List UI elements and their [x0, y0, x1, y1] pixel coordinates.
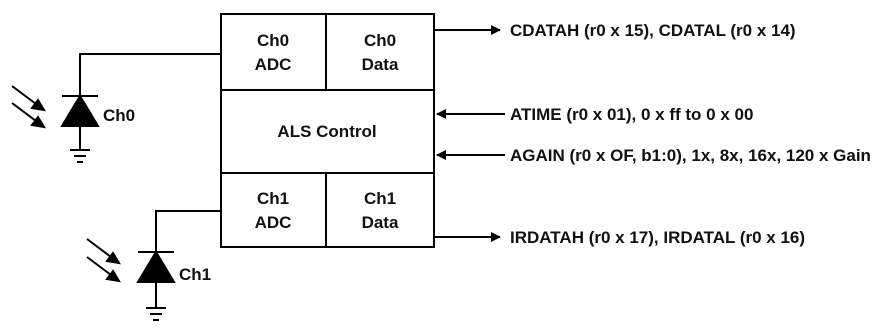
svg-text:Ch0: Ch0	[364, 31, 396, 50]
ch1-output-label: IRDATAH (r0 x 17), IRDATAL (r0 x 16)	[510, 228, 805, 247]
ch1-photodiode-label: Ch1	[179, 265, 211, 284]
svg-text:ADC: ADC	[255, 213, 292, 232]
ch0-data-block: Ch0 Data	[362, 31, 399, 74]
svg-text:ADC: ADC	[255, 55, 292, 74]
ch0-photodiode-label: Ch0	[103, 106, 135, 125]
ch1-photodiode	[136, 210, 221, 308]
ch0-photodiode	[60, 53, 221, 150]
ch1-light-icon	[86, 238, 121, 283]
ch0-ground-icon	[70, 149, 90, 163]
ch1-data-block: Ch1 Data	[362, 189, 399, 232]
ch1-ground-icon	[146, 307, 166, 321]
svg-text:Ch0: Ch0	[257, 31, 289, 50]
atime-label: ATIME (r0 x 01), 0 x ff to 0 x 00	[510, 105, 753, 124]
als-control-block: ALS Control	[277, 122, 376, 141]
svg-text:Data: Data	[362, 213, 399, 232]
ch0-output-label: CDATAH (r0 x 15), CDATAL (r0 x 14)	[510, 21, 796, 40]
svg-text:ALS Control: ALS Control	[277, 122, 376, 141]
main-block	[220, 13, 435, 248]
again-label: AGAIN (r0 x OF, b1:0), 1x, 8x, 16x, 120 …	[510, 146, 871, 165]
ch0-adc-block: Ch0 ADC	[255, 31, 292, 74]
svg-text:Ch1: Ch1	[364, 189, 396, 208]
ch1-adc-block: Ch1 ADC	[255, 189, 292, 232]
svg-text:Ch1: Ch1	[257, 189, 289, 208]
svg-text:Data: Data	[362, 55, 399, 74]
ch0-light-icon	[11, 85, 46, 129]
